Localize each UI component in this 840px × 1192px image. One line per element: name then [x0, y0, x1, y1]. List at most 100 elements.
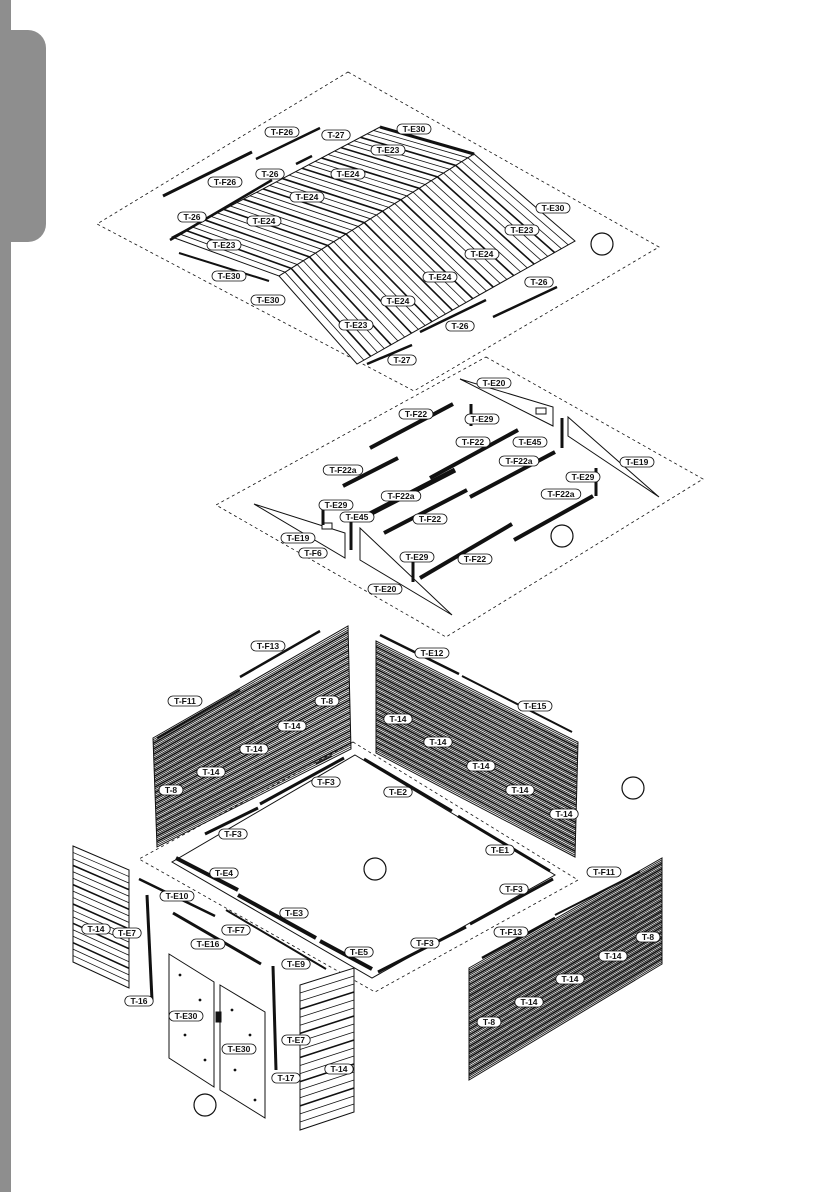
part-label-text: T-14	[520, 997, 537, 1007]
part-label: T-E10	[159, 890, 195, 902]
part-label: T-E2	[383, 786, 413, 798]
part-label: T-14	[277, 720, 307, 732]
wall-back-right-rib	[375, 676, 578, 779]
part-label: T-E23	[370, 144, 406, 156]
part-label: T-E45	[512, 436, 548, 448]
wall-front-right-panel-rib	[299, 1047, 355, 1066]
wall-back-right-rib	[375, 655, 578, 758]
part-label: T-27	[387, 354, 417, 366]
wall-front-right-panel-rib	[299, 999, 355, 1018]
part-label-text: T-E20	[483, 378, 506, 388]
wall-back-left-rib	[153, 662, 350, 772]
part-label-text: T-14	[511, 785, 528, 795]
part-label-text: T-F7	[227, 925, 245, 935]
part-label-bubble	[255, 168, 285, 180]
part-label: T-E30	[168, 1010, 204, 1022]
part-label: T-F11	[167, 695, 203, 707]
part-label-bubble	[549, 808, 579, 820]
roof-rail-t-27	[255, 126, 321, 161]
part-label-text: T-E29	[572, 472, 595, 482]
part-label-text: T-27	[393, 355, 410, 365]
part-label-text: T-26	[451, 321, 468, 331]
wall-back-left-rib	[154, 689, 350, 795]
part-label-bubble	[524, 276, 554, 288]
part-label: T-E7	[281, 1034, 311, 1046]
part-label-bubble	[540, 488, 582, 500]
part-label-text: T-E9	[287, 959, 305, 969]
part-label: T-E23	[338, 319, 374, 331]
part-label-bubble	[445, 320, 475, 332]
wall-right-side-rib	[468, 931, 663, 1048]
part-label-text: T-F3	[505, 884, 523, 894]
wall-back-left-rib	[155, 713, 351, 817]
wall-back-left-rib	[152, 631, 349, 745]
wall-back-right-rib	[375, 651, 579, 755]
part-label-text: T-8	[321, 696, 334, 706]
wall-right-side-rib	[468, 887, 663, 1001]
wall-back-left-rib	[156, 729, 351, 832]
part-label-text: T-8	[483, 1017, 496, 1027]
wall-back-left-rib	[153, 660, 350, 770]
wall-front-left-panel-rib	[72, 929, 130, 956]
part-label-text: T-E23	[377, 145, 400, 155]
wall-front-left-panel-rib	[72, 903, 130, 930]
wall-back-left-rib	[155, 723, 351, 826]
roof-panel-left-rib	[236, 202, 341, 239]
part-label: T-14	[505, 784, 535, 796]
part-label-bubble	[380, 295, 416, 307]
part-label-text: T-E29	[406, 552, 429, 562]
part-label-bubble	[250, 640, 286, 652]
wall-right-side-rib	[468, 898, 663, 1012]
wall-right-side-rib	[468, 958, 663, 1076]
step-circle-floor	[363, 857, 387, 881]
door-rivet	[178, 973, 182, 977]
part-label: T-14	[423, 736, 453, 748]
wall-right-side-rib	[468, 871, 663, 984]
part-label-text: T-26	[261, 169, 278, 179]
part-label-text: T-F3	[224, 829, 242, 839]
wall-back-right-rib	[375, 653, 578, 756]
part-label-text: T-8	[165, 785, 178, 795]
part-label-bubble	[414, 647, 450, 659]
roof-edge-t-e30-left	[178, 252, 270, 282]
wall-right-side-rib	[468, 928, 663, 1044]
door-rivet	[183, 1033, 187, 1037]
part-label-text: T-E16	[197, 939, 220, 949]
roof-panel-right-rib	[461, 161, 562, 249]
wall-front-left-panel-rib	[72, 955, 130, 982]
part-label: T-E30	[250, 294, 286, 306]
roof-panel-left-rib	[230, 205, 334, 243]
part-label-text: T-E19	[626, 457, 649, 467]
door-handle	[215, 1011, 222, 1023]
part-label-bubble	[314, 695, 340, 707]
part-label-text: T-F22	[462, 437, 484, 447]
part-label: T-E29	[399, 551, 435, 563]
wall-back-right-rib	[375, 657, 578, 760]
part-label: T-17	[271, 1072, 301, 1084]
part-label-text: T-E30	[257, 295, 280, 305]
floor-rail-t-f3-right	[469, 877, 554, 926]
part-label-text: T-8	[642, 932, 655, 942]
part-label-bubble	[264, 126, 300, 138]
roof-panel-left-rib	[262, 188, 365, 224]
part-label-bubble	[517, 700, 553, 712]
part-label-bubble	[383, 713, 413, 725]
wall-front-left-panel-rib	[72, 941, 130, 970]
purlin-t-f22-2	[429, 428, 519, 480]
floor-rail-t-e2	[363, 757, 453, 813]
wall-back-left-rib	[154, 674, 350, 783]
wall-back-right-rib	[375, 739, 576, 844]
part-label: T-E30	[396, 123, 432, 135]
wall-back-left-rib	[155, 719, 351, 822]
roof-rail-t-26-right	[492, 285, 558, 319]
wall-front-right-panel-rib	[299, 1079, 355, 1099]
part-label-bubble	[221, 924, 251, 936]
part-label-text: T-E24	[253, 216, 276, 226]
wall-right-side-rib	[468, 945, 663, 1062]
part-label-text: T-E23	[213, 240, 236, 250]
part-label-text: T-E10	[166, 891, 189, 901]
part-label: T-26	[255, 168, 285, 180]
part-label: T-E3	[279, 907, 309, 919]
wall-back-right-rib	[375, 668, 578, 772]
